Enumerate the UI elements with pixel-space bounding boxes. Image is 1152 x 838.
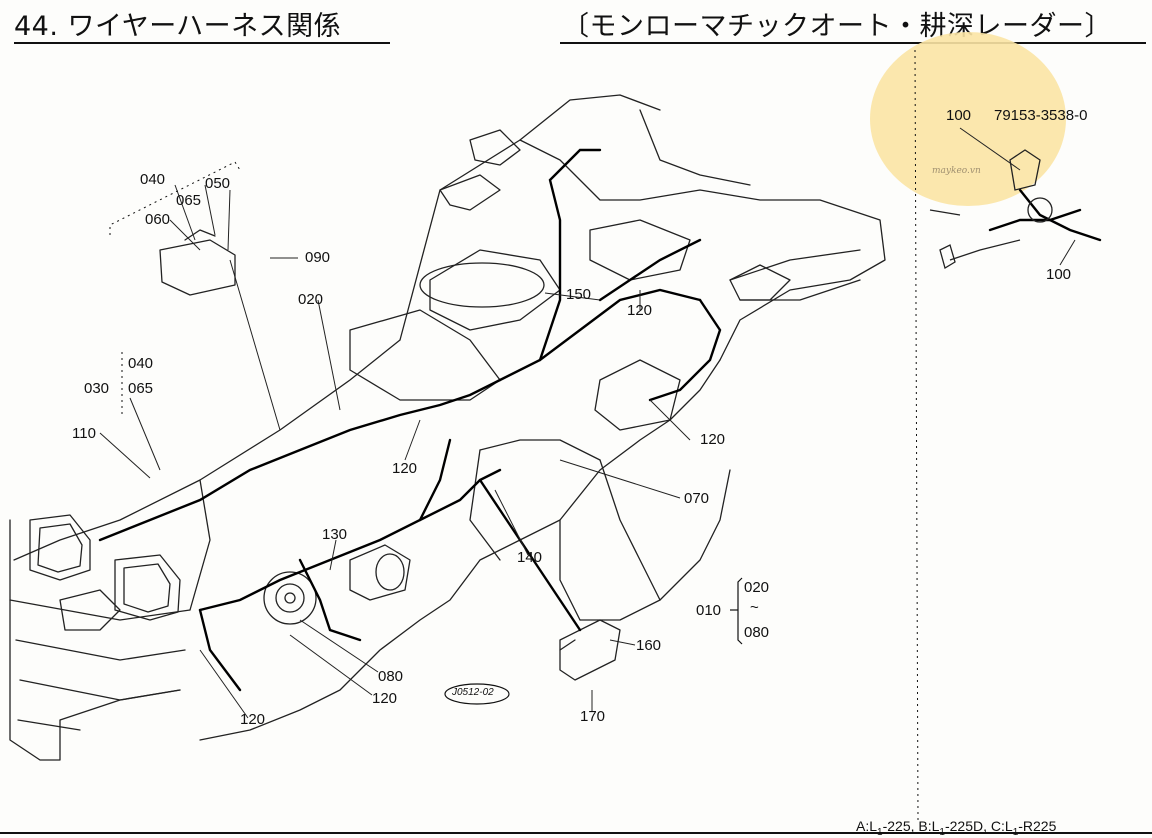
inset-part-number: 79153-3538-0 (994, 107, 1088, 124)
inset-part-ref: 100 (946, 107, 972, 124)
callout-060: 060 (145, 211, 171, 228)
callout-080-range: 080 (744, 624, 770, 641)
page-subtitle: 〔モンローマチックオート・耕深レーダー〕 (562, 11, 1112, 42)
callout-120-center: 120 (392, 460, 418, 477)
callout-160: 160 (636, 637, 662, 654)
callout-020-range: 020 (744, 579, 770, 596)
callout-170: 170 (580, 708, 606, 725)
callout-065-left: 065 (128, 380, 154, 397)
lamp-right (114, 554, 181, 621)
steering-wheel (419, 262, 545, 308)
page-title: 44. ワイヤーハーネス関係 (14, 11, 342, 42)
watermark-text: maykeo.vn (932, 166, 981, 176)
callout-010: 010 (696, 602, 722, 619)
title-underline-right (560, 42, 1146, 44)
callout-020: 020 (298, 291, 324, 308)
alternator (263, 571, 317, 625)
relay-box (159, 229, 236, 296)
lamp-left (29, 514, 91, 581)
range-tilde: ~ (750, 599, 759, 616)
starter-motor (349, 544, 411, 601)
tractor-chassis-outline (9, 94, 886, 761)
callout-080-lower: 080 (378, 668, 404, 685)
inset-callout-100: 100 (1046, 266, 1072, 283)
callout-120-lower: 120 (372, 690, 398, 707)
battery-cover (559, 619, 621, 681)
callout-030: 030 (84, 380, 110, 397)
inset-harness (929, 149, 1053, 269)
model-applicability: A:L1-225, B:L1-225D, C:L1-R225 (856, 818, 1057, 838)
callout-065-top: 065 (176, 192, 202, 209)
callout-120-right: 120 (700, 431, 726, 448)
leader-lines (99, 127, 1076, 719)
callout-050: 050 (205, 175, 231, 192)
title-underline-left (14, 42, 390, 44)
range-bracket-010 (730, 577, 743, 645)
harness-wires (98, 148, 1102, 692)
callout-120-bottom: 120 (240, 711, 266, 728)
callout-070: 070 (684, 490, 710, 507)
group-brackets (109, 49, 919, 821)
callout-120-upper: 120 (627, 302, 653, 319)
callout-150: 150 (566, 286, 592, 303)
drawing-code-oval (444, 683, 510, 705)
callout-140: 140 (517, 549, 543, 566)
callout-130: 130 (322, 526, 348, 543)
drawing-code: J0512-02 (452, 687, 494, 698)
callout-110: 110 (72, 425, 96, 442)
callout-090: 090 (305, 249, 331, 266)
bottom-border (0, 832, 1152, 834)
callout-040-top: 040 (140, 171, 166, 188)
watermark-badge (870, 32, 1066, 206)
callout-040-left: 040 (128, 355, 154, 372)
